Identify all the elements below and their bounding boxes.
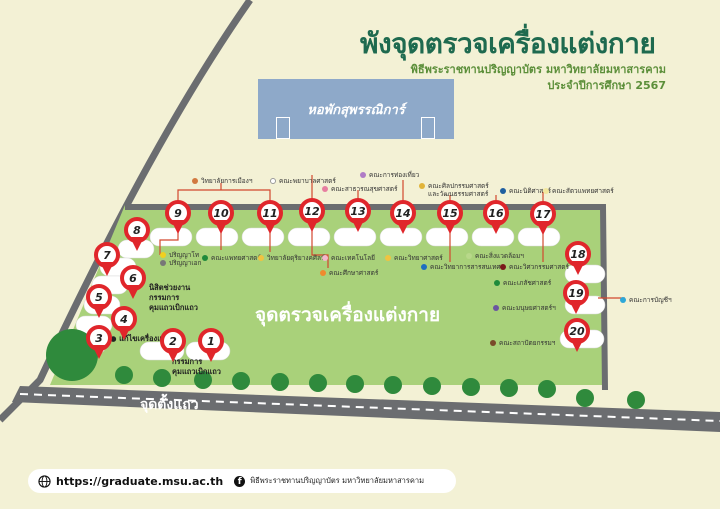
dot-icon	[466, 253, 472, 259]
station-pin-7[interactable]: 7	[94, 242, 120, 276]
dot-icon	[490, 340, 496, 346]
label-fine-arts-line2: และวัฒนธรรมศาสตร์	[428, 190, 489, 198]
dot-icon	[258, 255, 264, 261]
dot-icon	[322, 186, 328, 192]
dot-icon	[493, 305, 499, 311]
station-pin-12[interactable]: 12	[299, 198, 325, 232]
label-engineering: คณะวิศวกรรมศาสตร์	[500, 262, 569, 272]
label-fine-arts: คณะศิลปกรรมศาสตร์	[419, 181, 489, 191]
station-pin-1[interactable]: 1	[198, 328, 224, 362]
field-area	[50, 205, 605, 385]
page-title: พังจุดตรวจเครื่องแต่งกาย	[360, 27, 656, 60]
dot-icon	[322, 255, 328, 261]
dot-icon	[543, 188, 549, 194]
station-pin-5[interactable]: 5	[86, 284, 112, 318]
label-education: คณะศึกษาศาสตร์	[320, 268, 378, 278]
label-accounting: คณะการบัญชีฯ	[620, 295, 672, 305]
label-pharmacy: คณะเภสัชศาสตร์	[494, 278, 551, 288]
dot-icon	[320, 270, 326, 276]
footer-bar: https://graduate.msu.ac.th f พิธีพระราชท…	[28, 469, 456, 493]
station-pin-9[interactable]: 9	[165, 200, 191, 234]
station-pin-14[interactable]: 14	[390, 200, 416, 234]
dot-icon	[202, 255, 208, 261]
label-nursing: คณะพยาบาลศาสตร์	[270, 176, 336, 186]
label-architecture: คณะสถาปัตยกรรมฯ	[490, 338, 555, 348]
dot-icon	[160, 252, 166, 258]
dot-icon	[360, 172, 366, 178]
label-technology: คณะเทคโนโลยี	[322, 253, 375, 263]
station-pin-17[interactable]: 17	[530, 201, 556, 235]
dot-icon	[385, 255, 391, 261]
globe-icon	[38, 474, 51, 488]
label-humanities: คณะมนุษยศาสตร์ฯ	[493, 303, 556, 313]
label-science: คณะวิทยาศาสตร์	[385, 253, 443, 263]
station-pin-18[interactable]: 18	[565, 241, 591, 275]
dot-icon	[494, 280, 500, 286]
label-tourism: คณะการท่องเที่ยว	[360, 170, 419, 180]
station-pin-10[interactable]: 10	[208, 200, 234, 234]
dot-icon	[421, 264, 427, 270]
station-pin-16[interactable]: 16	[483, 200, 509, 234]
station-pin-13[interactable]: 13	[345, 198, 371, 232]
dot-icon	[419, 183, 425, 189]
label-staff-queue: กรรมการคุมแถวเบิกแถว	[172, 357, 221, 376]
label-vet: คณะสัตวแพทยศาสตร์	[543, 186, 614, 196]
field-label: จุดตรวจเครื่องแต่งกาย	[255, 304, 441, 326]
label-politics: วิทยาลัยการเมืองฯ	[192, 176, 253, 186]
label-staff-volunteers: นิสิตช่วยงานกรรมการคุมแถวเบิกแถว	[149, 283, 198, 312]
bottom-road	[12, 386, 720, 432]
facebook-icon: f	[234, 475, 246, 487]
label-environment: คณะสิ่งแวดล้อมฯ	[466, 251, 524, 261]
label-doctoral: ปริญญาเอก	[160, 258, 201, 268]
label-informatics: คณะวิทยาการสารสนเทศ	[421, 262, 501, 272]
label-music: วิทยาลัยดุริยางคศิลป์	[258, 253, 325, 263]
label-law: คณะนิติศาสตร์	[500, 186, 551, 196]
academic-year: ประจำปีการศึกษา 2567	[547, 79, 666, 92]
station-pin-20[interactable]: 20	[564, 318, 590, 352]
station-pin-8[interactable]: 8	[124, 217, 150, 251]
station-pin-2[interactable]: 2	[160, 328, 186, 362]
hall-door-left	[276, 117, 290, 139]
station-pin-19[interactable]: 19	[563, 280, 589, 314]
station-pin-4[interactable]: 4	[111, 306, 137, 340]
label-dress-fix: ● แก้ไขเครื่องแต่งกาย	[110, 334, 184, 343]
station-pin-15[interactable]: 15	[437, 200, 463, 234]
dot-icon	[500, 188, 506, 194]
label-public-health: คณะสาธารณสุขศาสตร์	[322, 184, 398, 194]
hall-door-right	[421, 117, 435, 139]
page-subtitle: พิธีพระราชทานปริญญาบัตร มหาวิทยาลัยมหาสา…	[410, 63, 666, 76]
station-pin-6[interactable]: 6	[120, 265, 146, 299]
station-pin-11[interactable]: 11	[257, 200, 283, 234]
label-masters: ปริญญาโท	[160, 250, 199, 260]
label-medicine: คณะแพทยศาสตร์	[202, 253, 261, 263]
dot-icon	[160, 260, 166, 266]
dot-icon	[192, 178, 198, 184]
website-link[interactable]: https://graduate.msu.ac.th	[56, 474, 224, 488]
facebook-page-link[interactable]: พิธีพระราชทานปริญญาบัตร มหาวิทยาลัยมหาสา…	[250, 476, 425, 485]
queue-point-label: จุดตั้งแถว	[140, 397, 199, 413]
dot-icon	[270, 178, 276, 184]
station-pin-3[interactable]: 3	[86, 325, 112, 359]
dot-icon	[620, 297, 626, 303]
dot-icon	[500, 264, 506, 270]
